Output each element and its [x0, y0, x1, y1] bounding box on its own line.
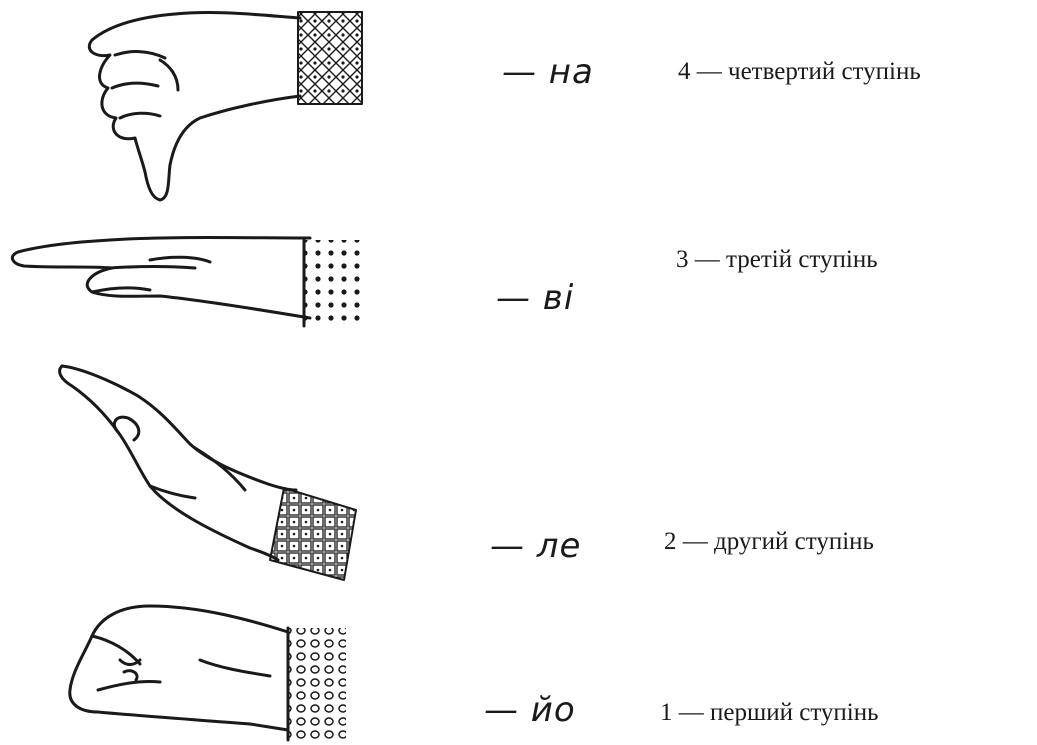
syllable-le: — ле	[490, 526, 581, 566]
syllable-na: — на	[502, 52, 594, 92]
hand-flat-pointing-icon	[12, 238, 362, 327]
syllable-vi: — ві	[496, 278, 574, 318]
step-label-1: 1 — перший ступінь	[660, 699, 879, 727]
hand-fist-icon	[70, 606, 346, 740]
step-label-3: 3 — третій ступінь	[676, 246, 878, 274]
step-label-2: 2 — другий ступінь	[664, 528, 874, 556]
hand-diagonal-pointing-icon	[60, 366, 356, 580]
syllable-yo: — йо	[484, 690, 576, 730]
step-label-4: 4 — четвертий ступінь	[678, 58, 921, 86]
hand-thumb-down-icon	[89, 12, 362, 200]
